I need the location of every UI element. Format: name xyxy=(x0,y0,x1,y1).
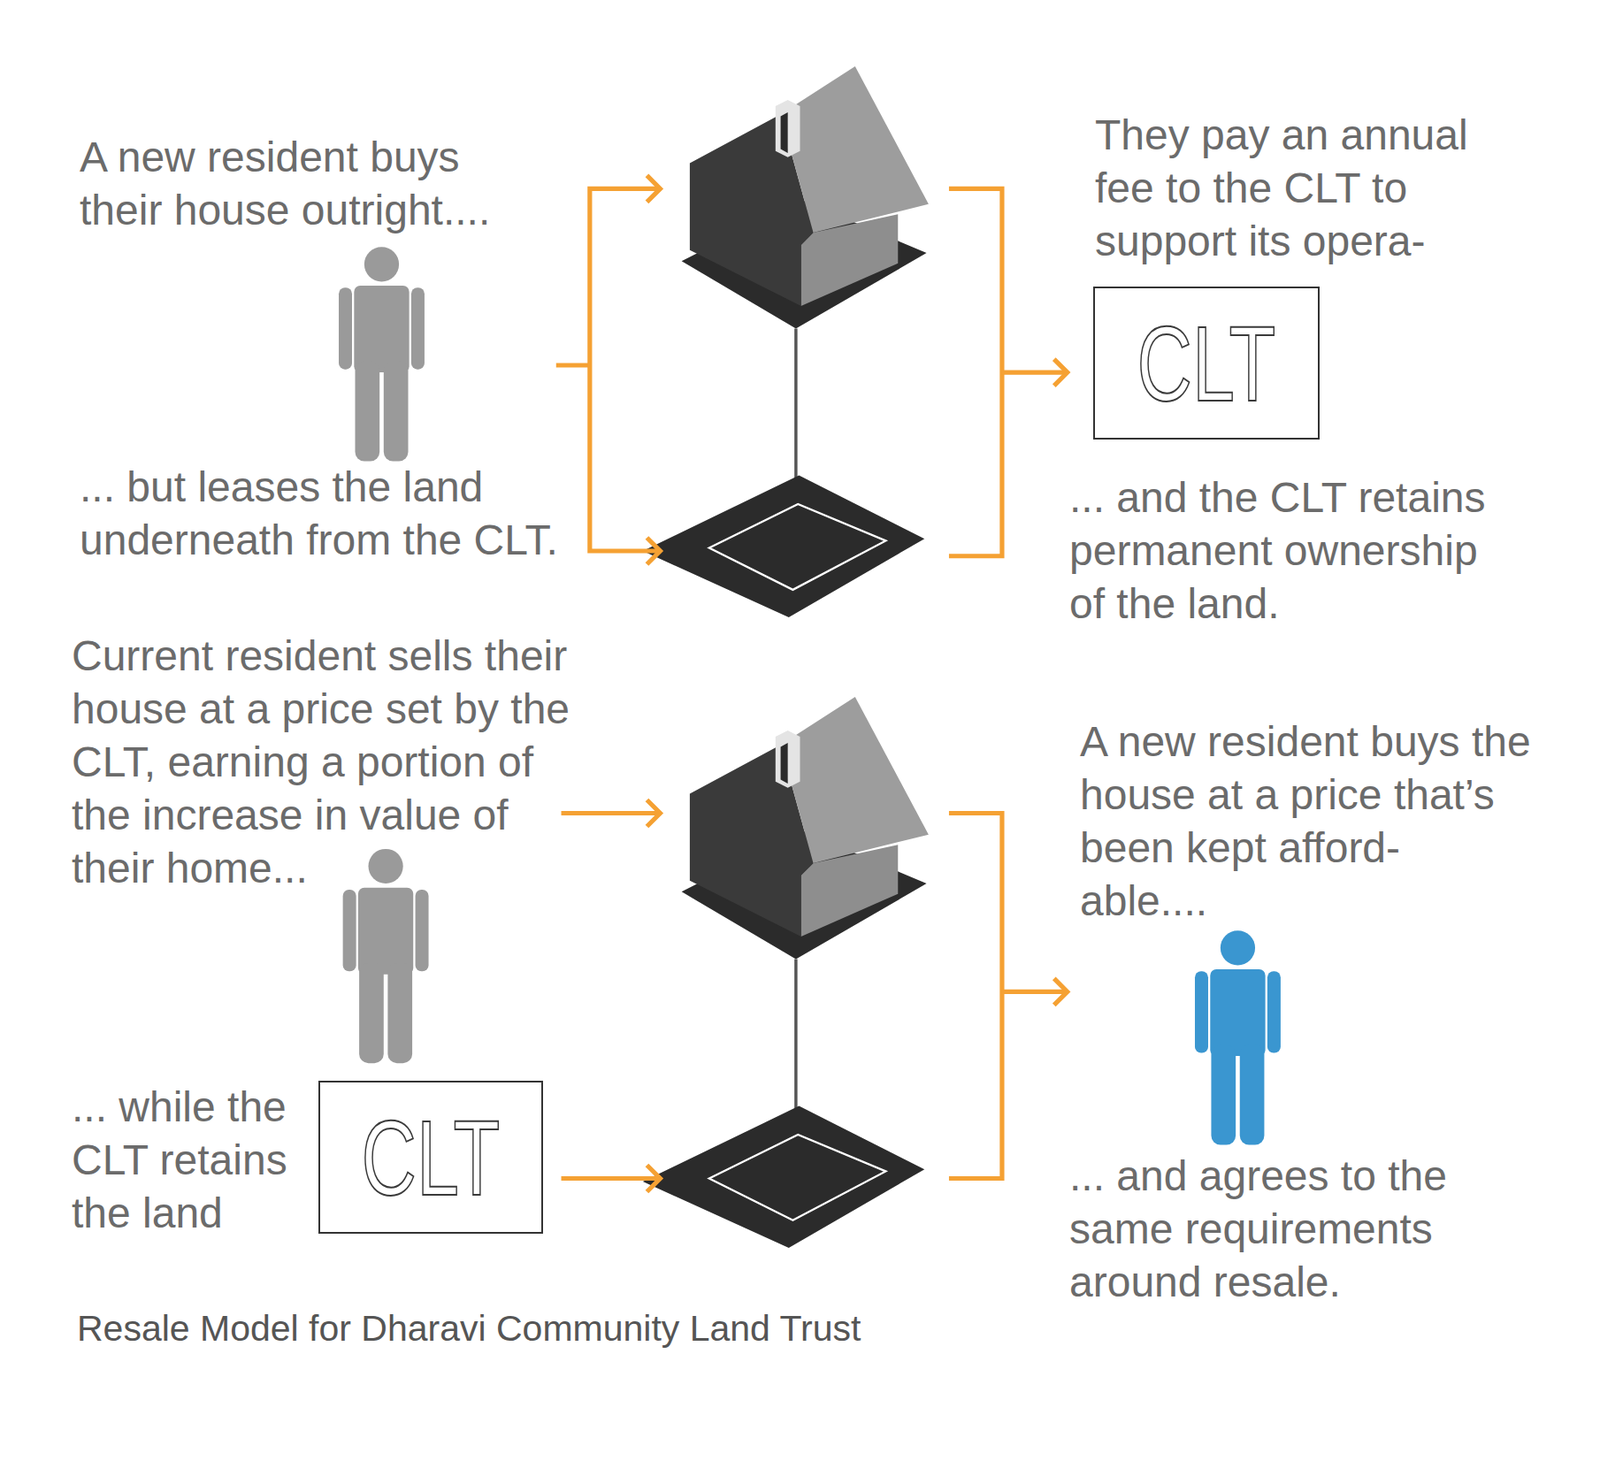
arrowhead xyxy=(646,537,660,565)
annotation-text: ... and the CLT retains permanent owners… xyxy=(1069,471,1503,631)
arrow-line xyxy=(561,811,659,816)
node-label: CLT xyxy=(1137,310,1277,417)
arrowhead xyxy=(646,1165,660,1193)
node-label: CLT xyxy=(361,1104,501,1211)
annotation-text: ... while the CLT retains the land xyxy=(71,1080,302,1241)
house-on-land xyxy=(643,66,929,618)
clt-box: CLT xyxy=(318,1080,544,1234)
house-on-land xyxy=(643,696,929,1248)
clt-box: CLT xyxy=(1093,286,1320,440)
bracket xyxy=(589,188,659,552)
resident-figure xyxy=(338,246,425,461)
annotation-text: They pay an annual fee to the CLT to sup… xyxy=(1094,108,1511,268)
bracket xyxy=(949,188,1003,556)
bracket-stem xyxy=(1002,370,1066,376)
arrow-line xyxy=(561,1176,659,1181)
annotation-text: A new resident buys the house at a price… xyxy=(1079,715,1532,928)
annotation-text: Current resident sells their house at a … xyxy=(71,629,585,896)
orange-bracket xyxy=(556,175,1068,1192)
annotation-text: ... but leases the land underneath from … xyxy=(79,460,575,567)
caption: Resale Model for Dharavi Community Land … xyxy=(76,1306,861,1351)
bracket-stem xyxy=(1002,989,1066,995)
bracket-stem xyxy=(556,362,590,368)
resident-figure xyxy=(343,849,429,1064)
arrowhead xyxy=(1054,359,1068,386)
arrowhead xyxy=(646,175,660,202)
bracket xyxy=(949,812,1003,1179)
annotation-text: ... and agrees to the same requirements … xyxy=(1069,1149,1494,1310)
annotation-text: A new resident buys their house outright… xyxy=(79,130,522,238)
arrowhead xyxy=(646,800,660,827)
arrowhead xyxy=(1054,978,1068,1005)
new-resident-figure xyxy=(1194,930,1281,1145)
